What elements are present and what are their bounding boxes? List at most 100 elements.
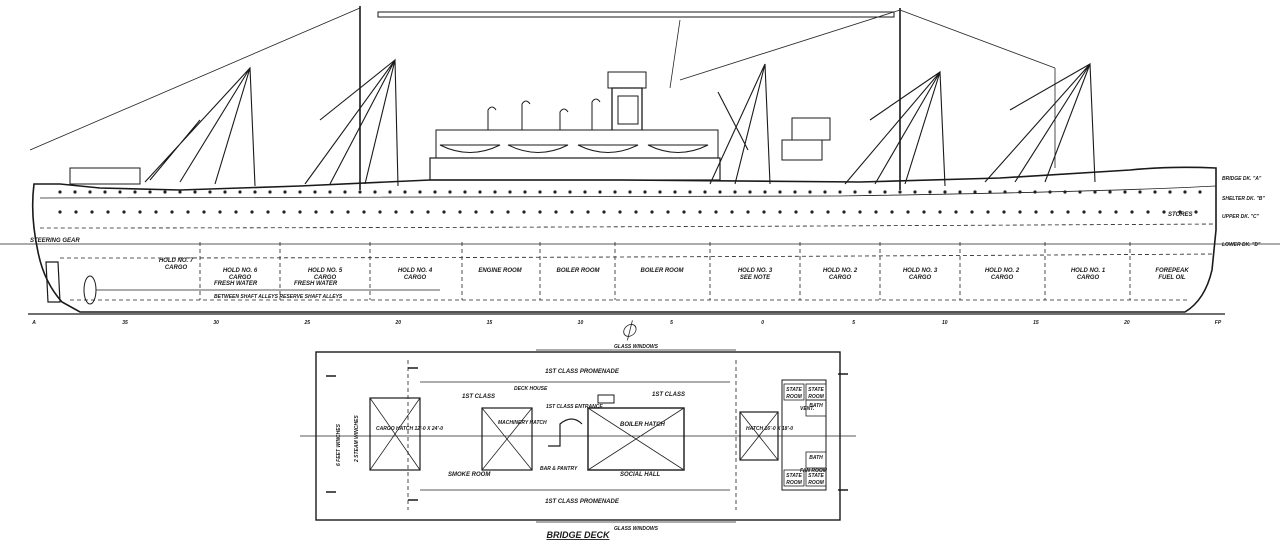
- porthole: [298, 190, 302, 194]
- porthole: [250, 210, 254, 214]
- bridge-house: [781, 139, 823, 161]
- boat-deck-house: [435, 129, 719, 159]
- deck-line-b: [39, 185, 1217, 199]
- porthole: [493, 190, 497, 194]
- deck-house-aft: DECK HOUSE: [514, 386, 548, 392]
- porthole: [826, 210, 830, 214]
- portholes: [58, 190, 1202, 214]
- porthole: [823, 190, 827, 194]
- porthole: [1098, 210, 1102, 214]
- porthole: [186, 210, 190, 214]
- fwd-hatch-label: HATCH 16'-0 X 18'-0: [746, 426, 793, 432]
- porthole: [838, 190, 842, 194]
- porthole: [733, 190, 737, 194]
- fwd-cabin-block: [781, 379, 827, 491]
- bulkheads: [199, 242, 1131, 300]
- porthole: [746, 210, 750, 214]
- frame-number: A: [31, 320, 36, 326]
- bar-pantry: BAR & PANTRY: [540, 466, 578, 472]
- compartment-label: HOLD NO. 2: [823, 268, 858, 274]
- porthole: [1034, 210, 1038, 214]
- porthole: [1183, 190, 1187, 194]
- frame-number: 5: [670, 320, 673, 326]
- porthole: [58, 190, 62, 194]
- porthole: [602, 210, 606, 214]
- porthole: [928, 190, 932, 194]
- porthole: [973, 190, 977, 194]
- hull-outline: [31, 166, 1217, 313]
- porthole: [634, 210, 638, 214]
- porthole: [170, 210, 174, 214]
- deck-label: LOWER DK. "D": [1222, 242, 1261, 248]
- compartment-label: ENGINE ROOM: [478, 268, 522, 274]
- porthole: [1002, 210, 1006, 214]
- porthole: [223, 190, 227, 194]
- cabin-label: BATH: [809, 403, 823, 409]
- porthole: [598, 190, 602, 194]
- porthole: [328, 190, 332, 194]
- compartment-label: HOLD NO. 3: [903, 268, 938, 274]
- deck-labels: BRIDGE DK. "A"SHELTER DK. "B"UPPER DK. "…: [1222, 176, 1265, 248]
- porthole: [794, 210, 798, 214]
- deck-label: BRIDGE DK. "A": [1222, 176, 1262, 182]
- machinery-hatch-label: MACHINERY HATCH: [498, 420, 547, 426]
- porthole: [122, 210, 126, 214]
- cabin-label: STATE: [786, 473, 802, 479]
- porthole: [906, 210, 910, 214]
- porthole: [1078, 190, 1082, 194]
- frame-number: 20: [1123, 320, 1130, 326]
- promenade-bottom: 1ST CLASS PROMENADE: [545, 499, 620, 505]
- porthole: [253, 190, 257, 194]
- funnel-stay: [669, 19, 681, 89]
- porthole: [178, 190, 182, 194]
- porthole: [133, 190, 137, 194]
- porthole: [1108, 190, 1112, 194]
- porthole: [410, 210, 414, 214]
- porthole: [238, 190, 242, 194]
- deck-label: UPPER DK. "C": [1222, 214, 1260, 220]
- porthole: [763, 190, 767, 194]
- funnel-top: [607, 71, 647, 89]
- boiler-hatch-label: BOILER HATCH: [620, 422, 666, 428]
- porthole: [234, 210, 238, 214]
- cabin-label: STATE: [808, 473, 824, 479]
- porthole: [570, 210, 574, 214]
- porthole: [394, 210, 398, 214]
- porthole: [1050, 210, 1054, 214]
- porthole: [362, 210, 366, 214]
- porthole: [954, 210, 958, 214]
- porthole: [554, 210, 558, 214]
- porthole: [458, 210, 462, 214]
- compartment-label: CARGO: [404, 275, 427, 281]
- porthole: [970, 210, 974, 214]
- porthole: [118, 190, 122, 194]
- smoke-room: SMOKE ROOM: [448, 472, 491, 478]
- social-hall: SOCIAL HALL: [620, 472, 661, 478]
- porthole: [810, 210, 814, 214]
- ventilators: [487, 98, 601, 130]
- aft-cargo-hatch: [369, 397, 421, 471]
- compartment-label: FUEL OIL: [1158, 275, 1186, 281]
- porthole: [538, 190, 542, 194]
- porthole: [448, 190, 452, 194]
- porthole: [583, 190, 587, 194]
- antenna-span: [377, 11, 895, 18]
- porthole: [568, 190, 572, 194]
- compartment-label: HOLD NO. 4: [398, 268, 433, 274]
- porthole: [266, 210, 270, 214]
- porthole: [853, 190, 857, 194]
- compartment-label: CARGO: [991, 275, 1014, 281]
- fan-room-label: FAN ROOM: [800, 468, 828, 474]
- porthole: [938, 210, 942, 214]
- porthole: [808, 190, 812, 194]
- aft-tunnel-label: FRESH WATER: [214, 281, 258, 287]
- porthole: [778, 190, 782, 194]
- porthole: [913, 190, 917, 194]
- rudder: [45, 261, 61, 303]
- porthole: [523, 190, 527, 194]
- frame-number: 10: [942, 320, 948, 326]
- machinery-hatch-cross: [481, 407, 533, 471]
- promenade-top: 1ST CLASS PROMENADE: [545, 369, 620, 375]
- porthole: [793, 190, 797, 194]
